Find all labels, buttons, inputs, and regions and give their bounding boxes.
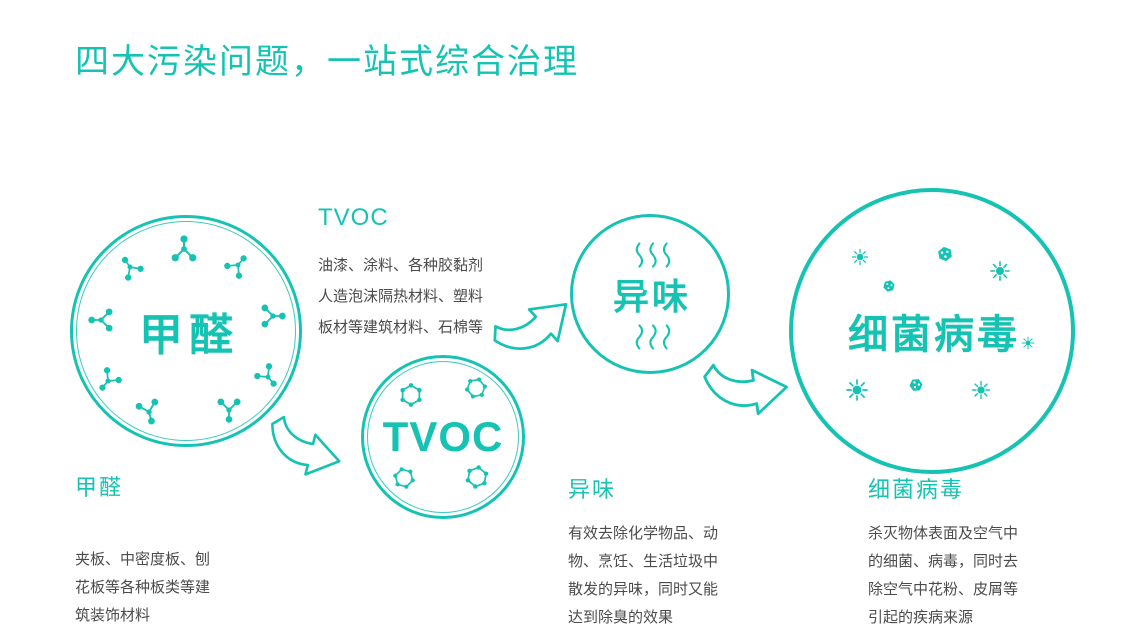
odor-section-description: 有效去除化学物品、动 物、烹饪、生活垃圾中 散发的异味，同时又能 达到除臭的效果 (568, 525, 719, 626)
arrow-formaldehyde-to-tvoc-icon (258, 411, 349, 485)
virus-icon (851, 248, 869, 266)
tvoc-circle-label: TVOC (382, 413, 504, 460)
bacteria-circle-label: 细菌病毒 (848, 313, 1020, 357)
molecule-icon (90, 363, 127, 400)
benzene-ring-icon (396, 380, 426, 410)
tvoc-section: TVOC 油漆、涂料、各种胶黏剂 人造泡沫隔热材料、塑料 板材等建筑材料、石棉等 (318, 204, 483, 343)
molecule-icon (132, 395, 166, 429)
molecule-icon (215, 396, 243, 424)
tvoc-section-heading: TVOC (318, 204, 389, 231)
molecule-icon (259, 302, 287, 330)
odor-circle: 异味 (570, 214, 730, 374)
molecule-icon (250, 359, 287, 396)
hex-virus-icon (933, 242, 956, 265)
page-title: 四大污染问题，一站式综合治理 (75, 43, 579, 81)
formaldehyde-circle: 甲醛 (70, 215, 302, 447)
bacteria-circle: 细菌病毒 (789, 188, 1075, 474)
virus-icon (971, 380, 991, 400)
virus-icon (1021, 336, 1035, 350)
tvoc-section-description: 油漆、涂料、各种胶黏剂 人造泡沫隔热材料、塑料 板材等建筑材料、石棉等 (318, 257, 484, 336)
bacteria-section-heading: 细菌病毒 (868, 477, 965, 502)
benzene-ring-icon (460, 460, 495, 495)
molecule-icon (169, 234, 199, 264)
formaldehyde-section-heading: 甲醛 (75, 475, 124, 500)
bacteria-section-description: 杀灭物体表面及空气中 的细菌、病毒，同时去 除空气中花粉、皮屑等 引起的疾病来源 (868, 525, 1019, 626)
bacteria-section: 细菌病毒 杀灭物体表面及空气中 的细菌、病毒，同时去 除空气中花粉、皮屑等 引起… (868, 472, 1018, 626)
tvoc-circle: TVOC (361, 355, 525, 519)
hex-virus-icon (904, 373, 928, 397)
hex-virus-icon (879, 276, 899, 296)
benzene-ring-icon (387, 461, 421, 495)
molecule-icon (220, 247, 257, 284)
odor-section: 异味 有效去除化学物品、动 物、烹饪、生活垃圾中 散发的异味，同时又能 达到除臭… (568, 472, 718, 626)
formaldehyde-circle-label: 甲醛 (139, 311, 239, 360)
molecule-icon (87, 306, 115, 334)
virus-icon (845, 378, 869, 402)
formaldehyde-section-description: 夹板、中密度板、刨 花板等各种板类等建 筑装饰材料 (75, 551, 211, 624)
odor-section-heading: 异味 (568, 477, 617, 502)
odor-waves-icon (630, 241, 676, 269)
odor-circle-label: 异味 (612, 276, 692, 317)
virus-icon (989, 260, 1011, 282)
benzene-ring-icon (458, 370, 494, 406)
formaldehyde-section: 甲醛 夹板、中密度板、刨 花板等各种板类等建 筑装饰材料 (75, 470, 210, 626)
arrow-odor-to-bacteria-icon (698, 352, 793, 424)
molecule-icon (112, 249, 148, 285)
odor-waves-icon (630, 323, 676, 351)
